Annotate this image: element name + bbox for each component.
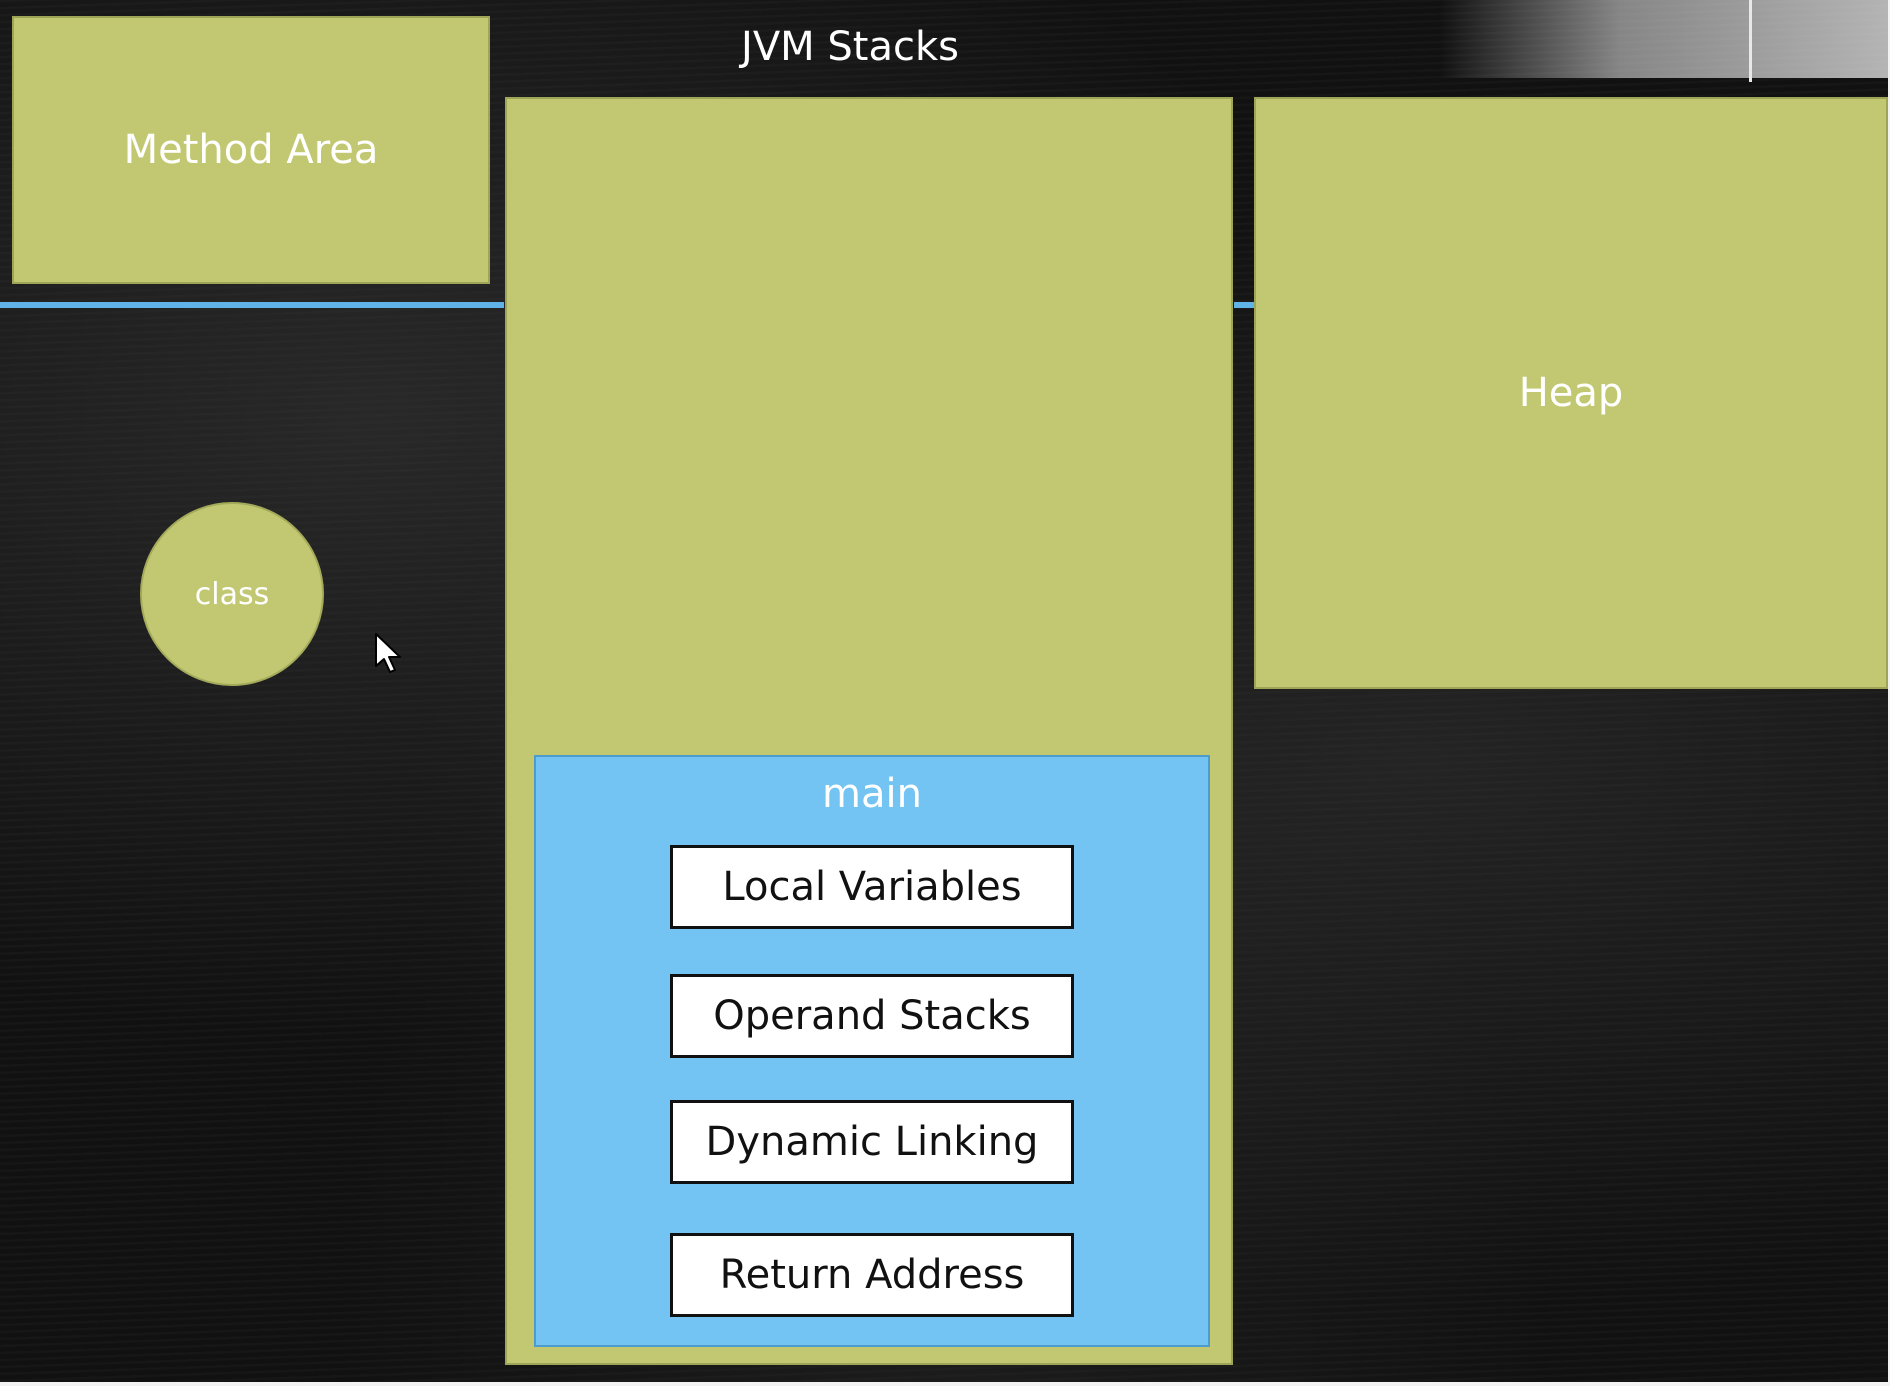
separator-line-mid [1234, 302, 1254, 308]
method-area-label: Method Area [123, 127, 379, 173]
stack-frame-title: main [822, 771, 922, 817]
method-area-region: Method Area [12, 16, 490, 284]
return-address-box: Return Address [670, 1233, 1074, 1317]
right-edge [1888, 0, 1890, 1386]
local-variables-box: Local Variables [670, 845, 1074, 929]
operand-stacks-box: Operand Stacks [670, 974, 1074, 1058]
dynamic-linking-box: Dynamic Linking [670, 1100, 1074, 1184]
separator-line-left [0, 302, 504, 308]
jvm-stacks-title: JVM Stacks [741, 24, 959, 70]
mouse-pointer-icon [375, 633, 401, 673]
heap-label: Heap [1518, 370, 1624, 416]
stack-frame-main: main Local Variables Operand Stacks Dyna… [534, 755, 1210, 1347]
video-overlay-tick [1749, 0, 1752, 82]
class-node: class [140, 502, 324, 686]
heap-region: Heap [1254, 97, 1888, 689]
class-node-label: class [194, 576, 270, 612]
bottom-edge [0, 1382, 1890, 1386]
video-overlay-glow [1440, 0, 1890, 78]
